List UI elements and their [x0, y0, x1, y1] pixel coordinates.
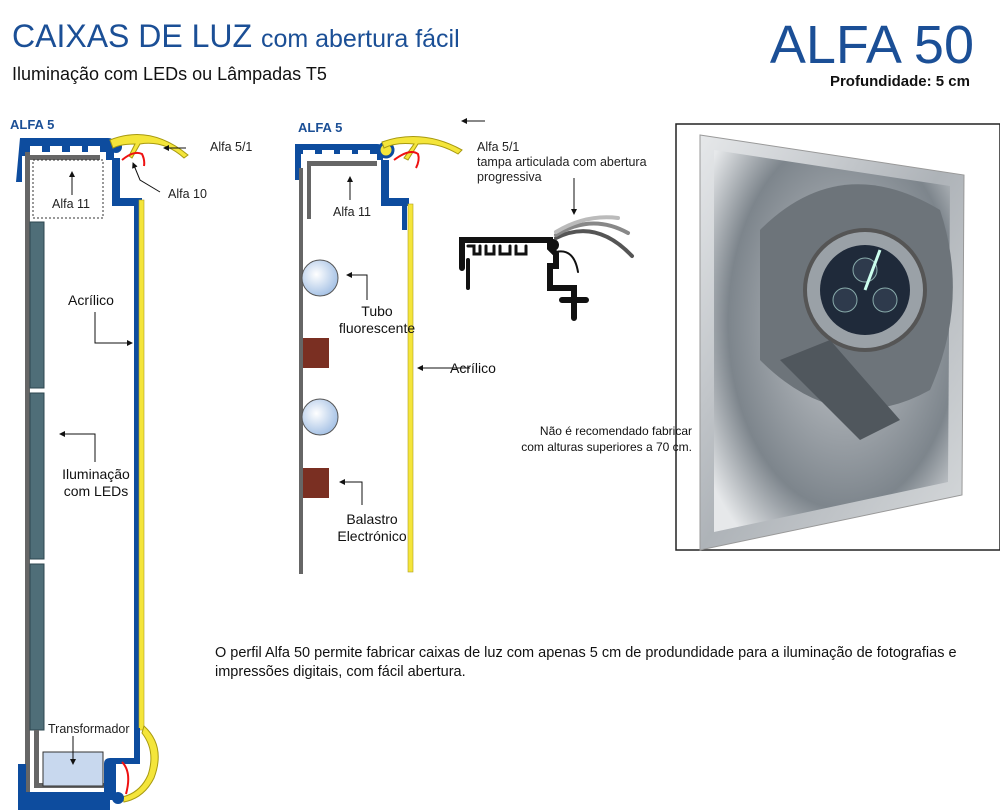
page-subtitle: Iluminação com LEDs ou Lâmpadas T5: [12, 64, 327, 84]
model-name: ALFA 50: [769, 15, 974, 75]
led-strip: [29, 392, 45, 560]
label-alfa51: Alfa 5/1: [210, 140, 253, 154]
section-label-led: ALFA 5: [10, 117, 55, 132]
description-paragraph: O perfil Alfa 50 permite fabricar caixas…: [215, 645, 957, 680]
label-alfa10: Alfa 10: [168, 187, 207, 201]
t5-lightbox-diagram: [295, 118, 577, 574]
hinge-opening-diagram: [459, 215, 634, 321]
led-strip: [29, 221, 45, 389]
label-transformador: Transformador: [48, 722, 130, 736]
label-tampa: tampa articulada com abertura progressiv…: [477, 155, 647, 184]
alfa5-vertical: [134, 200, 140, 730]
ballast: [303, 338, 329, 368]
alfa10-spring: [121, 151, 146, 167]
height-note: Não é recomendado fabricar com alturas s…: [521, 424, 692, 454]
label-tubo: Tubo fluorescente: [338, 303, 416, 336]
alfa5-bottom-profile: [18, 728, 140, 810]
back-panel: [25, 152, 30, 792]
title-main: CAIXAS DE LUZ: [12, 18, 253, 54]
label-acrilico: Acrílico: [68, 292, 114, 308]
alfa5-top-profile: [16, 138, 142, 206]
alfa51-cover: [109, 134, 189, 159]
led-strip: [29, 563, 45, 731]
title-sub: com abertura fácil: [260, 25, 460, 53]
section-label-t5: ALFA 5: [298, 120, 343, 135]
fluorescent-tube: [301, 259, 339, 297]
depth-label: Profundidade: 5 cm: [829, 73, 970, 90]
label-balastro: Balastro Electrónico: [337, 511, 407, 544]
ballast: [303, 468, 329, 498]
page-title: CAIXAS DE LUZ com abertura fácil: [12, 18, 460, 55]
label-acrilico-t5: Acrílico: [450, 360, 496, 376]
fluorescent-tube: [301, 398, 339, 436]
label-alfa51-t5: Alfa 5/1: [477, 140, 520, 154]
lightbox-photo: [675, 123, 1000, 551]
led-lightbox-diagram: [16, 134, 189, 810]
label-alfa11: Alfa 11: [52, 197, 90, 211]
label-alfa11-t5: Alfa 11: [333, 205, 371, 219]
label-leds: Iluminação com LEDs: [62, 466, 130, 499]
acrylic-panel: [138, 199, 145, 731]
